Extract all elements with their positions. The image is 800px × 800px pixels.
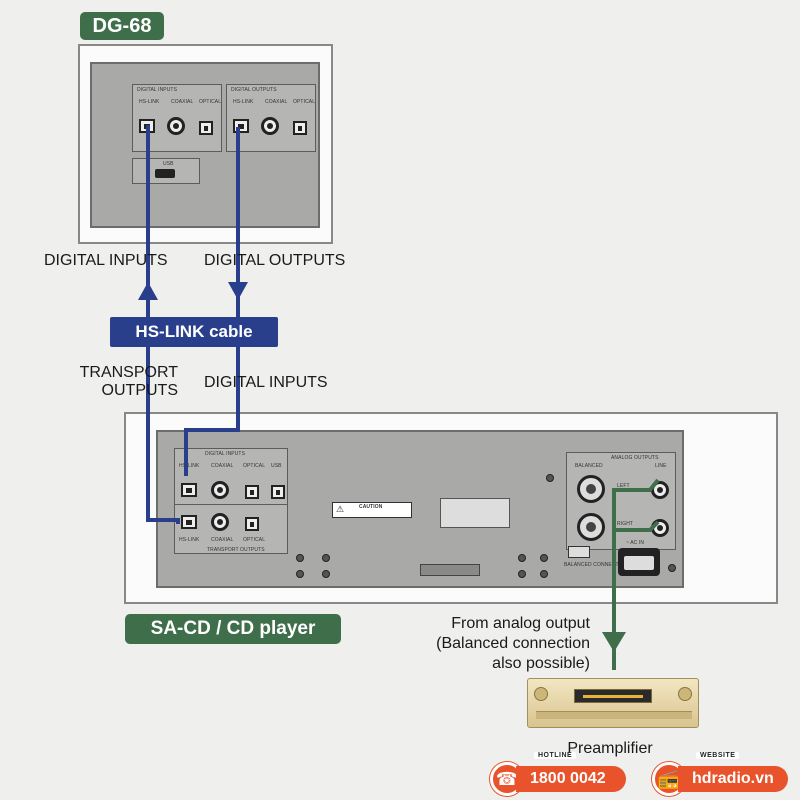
preamp-lower-panel [536, 711, 692, 719]
dg68-digital-inputs-section: DIGITAL INPUTS HS-LINK COAXIAL OPTICAL [132, 84, 222, 152]
dg68-section-label-inputs: DIGITAL INPUTS [137, 87, 178, 93]
cd-balanced-connection-label: BALANCED CONNECTION [564, 562, 628, 568]
dg68-coaxial-input-port [167, 117, 185, 135]
preamp-display [574, 689, 652, 703]
preamp-knob [534, 687, 548, 701]
dg68-out-hslink-label: HS-LINK [233, 99, 254, 105]
website-url: hdradio.vn [678, 766, 788, 792]
cd-digital-inputs-callout: DIGITAL INPUTS [204, 374, 328, 391]
cd-screw [668, 564, 676, 572]
preamplifier-label: Preamplifier [567, 740, 653, 757]
cd-screw [540, 570, 548, 578]
preamplifier-image [527, 678, 699, 728]
dg68-rear-panel: DIGITAL INPUTS HS-LINK COAXIAL OPTICAL D… [90, 62, 320, 228]
cd-section-label-inputs: DIGITAL INPUTS [205, 451, 246, 457]
dg68-hslink-label: HS-LINK [139, 99, 160, 105]
cd-player-title-tag: SA-CD / CD player [125, 614, 341, 644]
hs-link-cable-label: HS-LINK cable [110, 317, 278, 347]
dg68-digital-inputs-callout: DIGITAL INPUTS [44, 252, 168, 269]
dg68-digital-outputs-callout: DIGITAL OUTPUTS [204, 252, 346, 269]
dg68-usb-label: USB [163, 161, 174, 167]
cd-screw [322, 570, 330, 578]
cd-optical-output-port [245, 517, 259, 531]
dg68-out-optical-label: OPTICAL [293, 99, 316, 105]
cd-coaxial-output-port [211, 513, 229, 531]
cd-line-label: LINE [655, 463, 667, 469]
dg68-optical-label: OPTICAL [199, 99, 222, 105]
dg68-optical-output-port [293, 121, 307, 135]
cd-screw [296, 570, 304, 578]
dg68-digital-outputs-section: DIGITAL OUTPUTS HS-LINK COAXIAL OPTICAL [226, 84, 316, 152]
cd-screw [322, 554, 330, 562]
dg68-out-coaxial-label: COAXIAL [265, 99, 288, 105]
analog-note-line-2: (Balanced connection [436, 635, 590, 652]
cd-xlr-left-port [577, 475, 605, 503]
transport-outputs-line-1: TRANSPORT [79, 364, 178, 381]
cd-analog-outputs-label: ANALOG OUTPUTS [611, 455, 659, 461]
transport-outputs-line-2: OUTPUTS [101, 382, 178, 399]
cd-balanced-label: BALANCED [575, 463, 603, 469]
transport-outputs-callout: TRANSPORT OUTPUTS [66, 364, 178, 400]
dg68-usb-port [155, 169, 175, 178]
hotline-caption: HOTLINE [534, 752, 577, 759]
arrow-up-icon [138, 282, 158, 300]
hs-link-cable-text: HS-LINK cable [135, 322, 253, 341]
cd-screw [296, 554, 304, 562]
cd-optical-label: OPTICAL [243, 463, 266, 469]
caution-icon: ⚠ [336, 504, 345, 514]
cd-hslink-input-port [181, 483, 197, 497]
cd-optical-input-port [245, 485, 259, 499]
cd-caution-text: CAUTION [359, 504, 383, 510]
arrow-down-icon [228, 282, 248, 300]
cd-transport-outputs-section: HS-LINK COAXIAL OPTICAL TRANSPORT OUTPUT… [174, 504, 288, 554]
cd-digital-inputs-section: DIGITAL INPUTS HS-LINK COAXIAL OPTICAL U… [174, 448, 288, 512]
analog-balanced-cable [612, 478, 660, 670]
cd-balanced-switch [568, 546, 590, 558]
cd-usb-input-port [271, 485, 285, 499]
cd-right-label: RIGHT [617, 521, 634, 527]
analog-note-line-1: From analog output [451, 615, 590, 632]
dg68-title-tag: DG-68 [80, 12, 164, 40]
cd-out-optical-label: OPTICAL [243, 537, 266, 543]
cd-left-label: LEFT [617, 483, 630, 489]
hs-link-output-cable [184, 127, 240, 476]
cd-section-label-transport: TRANSPORT OUTPUTS [207, 547, 265, 553]
cd-ac-in-label: ~ AC IN [626, 540, 645, 546]
cd-coaxial-label: COAXIAL [211, 463, 234, 469]
cd-usb-label: USB [271, 463, 282, 469]
dg68-section-label-outputs: DIGITAL OUTPUTS [231, 87, 277, 93]
hotline-badge[interactable]: ☎ 1800 0042 HOTLINE [490, 752, 626, 796]
website-caption: WEBSITE [696, 752, 740, 759]
dg68-usb-section: USB [132, 158, 200, 184]
cd-ac-inlet [618, 548, 660, 576]
cd-out-coaxial-label: COAXIAL [211, 537, 234, 543]
cd-screw [518, 554, 526, 562]
dg68-coaxial-label: COAXIAL [171, 99, 194, 105]
analog-note-line-3: also possible) [492, 655, 590, 672]
cd-screw [540, 554, 548, 562]
cd-xlr-right-port [577, 513, 605, 541]
dg68-optical-input-port [199, 121, 213, 135]
cd-serial-plate [440, 498, 510, 528]
preamp-knob [678, 687, 692, 701]
dg68-coaxial-output-port [261, 117, 279, 135]
cd-player-title: SA-CD / CD player [150, 618, 316, 639]
cd-slot-plate [420, 564, 480, 576]
cd-player-rear-panel: DIGITAL INPUTS HS-LINK COAXIAL OPTICAL U… [156, 430, 684, 588]
analog-output-note: From analog output (Balanced connection … [412, 614, 590, 674]
dg68-title: DG-68 [92, 14, 152, 37]
cd-hslink-label: HS-LINK [179, 463, 200, 469]
cd-screw [546, 474, 554, 482]
hotline-number: 1800 0042 [516, 766, 626, 792]
cd-caution-label-box: CAUTION ⚠ [332, 502, 412, 518]
cd-out-hslink-label: HS-LINK [179, 537, 200, 543]
cd-hslink-output-port [181, 515, 197, 529]
arrow-down-icon [602, 632, 626, 652]
website-badge[interactable]: 📻 hdradio.vn WEBSITE [652, 752, 788, 796]
cd-screw [518, 570, 526, 578]
cd-coaxial-input-port [211, 481, 229, 499]
